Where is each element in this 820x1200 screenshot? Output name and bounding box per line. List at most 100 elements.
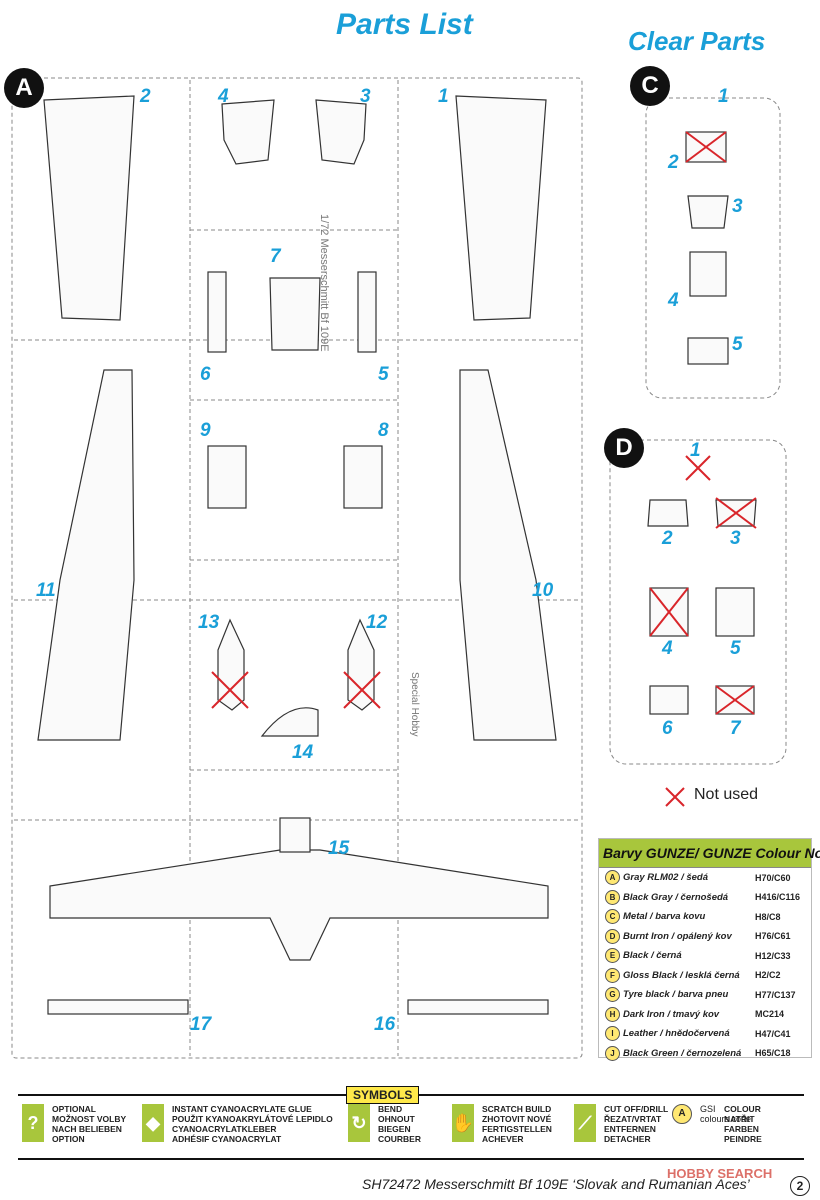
symbol-line: BEND <box>378 1104 403 1114</box>
part-a7-label: 7 <box>270 246 281 267</box>
colour-name: Gloss Black / lesklá černá <box>623 969 740 981</box>
part-a13-label: 13 <box>198 612 220 633</box>
part-a9-label: 9 <box>200 420 211 441</box>
glue-drop-icon: ◆ <box>142 1104 164 1142</box>
sprue-c-frame <box>645 97 781 399</box>
symbol-line: OPTION <box>52 1134 85 1144</box>
part-d5-label: 5 <box>730 638 741 659</box>
part-a17-label: 17 <box>190 1014 212 1035</box>
part-d2-label: 2 <box>662 528 673 549</box>
symbol-line: OPTIONAL <box>52 1104 96 1114</box>
part-a3-label: 3 <box>360 86 371 107</box>
sprue-a-badge: A <box>4 68 44 108</box>
part-d3-label: 3 <box>730 528 741 549</box>
colour-letter-badge: J <box>605 1045 620 1061</box>
colour-name: Black Green / černozelená <box>623 1047 742 1059</box>
symbol-line: MOŽNOST VOLBY <box>52 1114 127 1124</box>
sprue-d-frame <box>609 439 787 765</box>
sprue-d-badge: D <box>604 428 644 468</box>
colour-code: H76/C61 <box>755 931 791 942</box>
colour-code: H12/C33 <box>755 950 791 961</box>
symbol-line: NATŘIT <box>724 1114 755 1124</box>
bend-icon: ↻ <box>348 1104 370 1142</box>
symbol-line: FERTIGSTELLEN <box>482 1124 552 1134</box>
colour-code: MC214 <box>755 1009 785 1020</box>
part-a4-label: 4 <box>218 86 229 107</box>
colour-name: Metal / barva kovu <box>623 911 706 923</box>
colour-letter-badge: D <box>605 928 620 944</box>
colour-code: H2/C2 <box>755 970 781 981</box>
colour-letter-badge: G <box>605 987 620 1003</box>
symbol-line: PEINDRE <box>724 1134 762 1144</box>
sprue-text-brand: Special Hobby <box>409 672 420 737</box>
colour-name: Black / černá <box>623 950 682 962</box>
part-c5-label: 5 <box>732 334 743 355</box>
part-a16-label: 16 <box>374 1014 396 1035</box>
part-d4-label: 4 <box>662 638 673 659</box>
symbol-line: BIEGEN <box>378 1124 411 1134</box>
colour-letter-badge: H <box>605 1006 620 1022</box>
symbol-line: CYANOACRYLATKLEBER <box>172 1124 277 1134</box>
part-a14-label: 14 <box>292 742 314 763</box>
colour-code: H416/C116 <box>755 892 801 903</box>
kit-footer-title: SH72472 Messerschmitt Bf 109E ‘Slovak an… <box>362 1176 750 1192</box>
part-d6-label: 6 <box>662 718 673 739</box>
sprue-text-model: 1/72 Messerschmitt Bf 109E <box>318 214 330 352</box>
hobby-search-watermark: HOBBY SEARCH <box>667 1166 773 1181</box>
cut-drill-icon: ⟋ <box>574 1104 596 1142</box>
colour-code: H77/C137 <box>755 989 796 1000</box>
symbol-line: NACH BELIEBEN <box>52 1124 122 1134</box>
not-used-cross-a12 <box>343 671 381 709</box>
sprue-c-badge: C <box>630 66 670 106</box>
colour-letter-badge: F <box>605 967 620 983</box>
question-icon: ? <box>22 1104 44 1142</box>
symbol-line: ŘEZAT/VRTAT <box>604 1114 662 1124</box>
symbol-line: ACHEVER <box>482 1134 524 1144</box>
not-used-cross-a13 <box>211 671 249 709</box>
not-used-legend-cross <box>665 787 685 807</box>
colour-name: Leather / hnědočervená <box>623 1028 730 1040</box>
symbol-line: INSTANT CYANOACRYLATE GLUE <box>172 1104 312 1114</box>
part-c4-label: 4 <box>668 290 679 311</box>
symbol-line: CUT OFF/DRILL <box>604 1104 669 1114</box>
symbol-line: ENTFERNEN <box>604 1124 656 1134</box>
part-a8-label: 8 <box>378 420 389 441</box>
colour-name: Dark Iron / tmavý kov <box>623 1008 720 1020</box>
part-a12-label: 12 <box>366 612 388 633</box>
symbol-line: GSI <box>700 1104 716 1114</box>
symbol-line: SCRATCH BUILD <box>482 1104 552 1114</box>
symbol-line: OHNOUT <box>378 1114 415 1124</box>
symbol-line: COURBER <box>378 1134 421 1144</box>
colour-letter-badge: I <box>605 1026 620 1042</box>
symbol-line: colours code <box>700 1114 752 1124</box>
symbol-line: ZHOTOVIT NOVÉ <box>482 1114 552 1124</box>
part-c2-label: 2 <box>668 152 679 173</box>
symbol-line: COLOUR <box>724 1104 761 1114</box>
colour-name: Burnt Iron / opálený kov <box>623 930 732 942</box>
colour-name: Tyre black / barva pneu <box>623 989 729 1001</box>
not-used-label: Not used <box>694 786 759 803</box>
colour-code: H70/C60 <box>755 872 791 883</box>
symbol-line: ADHÉSIF CYANOACRYLAT <box>172 1134 282 1144</box>
not-used-cross-d3 <box>715 497 757 529</box>
part-a6-label: 6 <box>200 364 211 385</box>
symbols-heading: SYMBOLS <box>346 1086 420 1104</box>
colour-table-heading: Barvy GUNZE/ GUNZE Colour No. <box>599 839 820 868</box>
